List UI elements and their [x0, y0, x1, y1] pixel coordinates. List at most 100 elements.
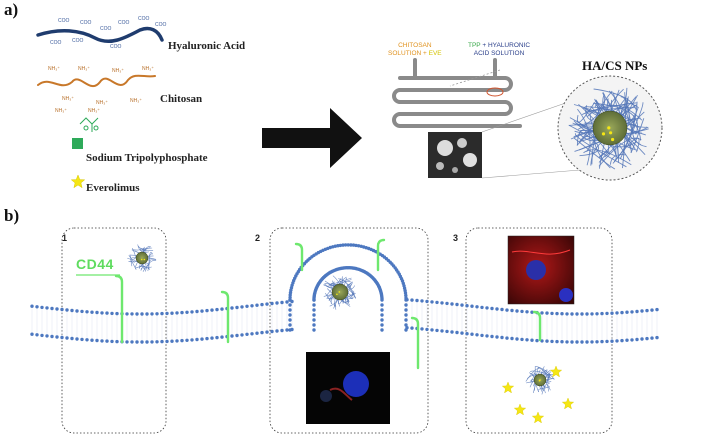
membrane-bead: [356, 244, 361, 248]
step-3-number: 3: [453, 233, 459, 243]
cd44-receptor: [532, 310, 542, 342]
membrane-bead: [440, 329, 444, 333]
membrane-bead: [605, 339, 609, 344]
membrane-bead: [495, 307, 499, 311]
cd44-receptor: [114, 274, 124, 344]
panel-b-label: b): [4, 206, 20, 225]
everolimus-star-icon: [549, 365, 563, 378]
membrane-bead: [630, 338, 634, 342]
membrane-bead: [65, 308, 69, 312]
membrane-bead: [270, 301, 274, 306]
membrane-bead: [115, 311, 119, 316]
hyaluronic-acid-label: Hyaluronic Acid: [168, 40, 246, 52]
everolimus-star-icon: [561, 397, 575, 410]
chitosan-chain: [37, 74, 156, 88]
membrane-bead: [500, 335, 504, 340]
membrane-bead: [600, 311, 604, 316]
membrane-bead: [70, 308, 74, 313]
membrane-bead: [585, 340, 589, 344]
membrane-bead: [415, 298, 419, 303]
membrane-bead: [410, 298, 414, 302]
step-1-number: 1: [62, 233, 68, 243]
membrane-bead: [85, 310, 89, 314]
membrane-bead: [455, 302, 459, 307]
membrane-bead: [485, 334, 489, 338]
membrane-bead: [312, 308, 316, 312]
chitosan-label: Chitosan: [160, 93, 203, 105]
membrane-bead: [455, 330, 459, 335]
membrane-bead: [485, 306, 489, 310]
nh3-group-label: NH₃⁺: [78, 66, 90, 72]
membrane-bead: [160, 311, 164, 316]
coo-group-label: COO: [110, 44, 122, 50]
membrane-bead: [560, 312, 564, 316]
membrane-bead: [260, 330, 264, 335]
membrane-bead: [580, 312, 584, 316]
membrane-bead: [170, 339, 174, 343]
membrane-bead: [240, 333, 244, 337]
membrane-bead: [50, 306, 54, 311]
nh3-group-label: NH₃⁺: [55, 108, 67, 114]
microfluidic-device: [392, 58, 581, 179]
membrane-bead: [565, 340, 569, 344]
membrane-bead: [155, 312, 159, 316]
membrane-bead: [280, 328, 284, 333]
membrane-bead: [312, 313, 316, 317]
membrane-bead: [645, 336, 649, 341]
membrane-bead: [343, 243, 348, 247]
membrane-bead: [155, 340, 159, 344]
process-arrow: [262, 108, 362, 168]
membrane-bead: [80, 337, 84, 342]
channel-bend: [392, 88, 402, 104]
membrane-bead: [95, 310, 99, 315]
membrane-bead: [349, 243, 353, 247]
cd44-receptors: [76, 238, 542, 370]
membrane-bead: [610, 339, 614, 343]
nh3-group-label: NH₃⁺: [62, 96, 74, 102]
membrane-bead: [410, 326, 414, 330]
nanoparticle: [568, 87, 649, 170]
nh3-group-label: NH₃⁺: [142, 66, 154, 72]
membrane-bead: [250, 332, 254, 336]
membrane-bead: [55, 307, 59, 311]
membrane-bead: [545, 311, 549, 315]
membrane-bead: [50, 334, 54, 339]
membrane-bead: [595, 340, 599, 344]
membrane-bead: [404, 298, 408, 302]
membrane-bead: [615, 339, 619, 343]
membrane-bead: [525, 310, 529, 314]
membrane-bead: [445, 329, 449, 334]
membrane-bead: [505, 308, 509, 312]
ha-solution-line1: + HYALURONIC: [480, 42, 531, 49]
membrane-bead: [260, 302, 264, 307]
membrane-bead: [465, 332, 469, 336]
membrane-bead: [380, 318, 384, 322]
membrane-bead: [404, 323, 408, 327]
membrane-bead: [404, 293, 408, 298]
membrane-bead: [575, 312, 579, 316]
membrane-bead: [165, 311, 169, 316]
tpp-label: Sodium Tripolyphosphate: [86, 152, 208, 164]
coo-group-label: COO: [50, 40, 62, 46]
membrane-bead: [346, 243, 350, 247]
coo-group-label: COO: [155, 22, 167, 28]
membrane-bead: [288, 328, 292, 332]
ammonium-groups: NH₃⁺NH₃⁺NH₃⁺NH₃⁺NH₃⁺NH₃⁺NH₃⁺NH₃⁺NH₃⁺: [48, 66, 154, 114]
membrane-bead: [235, 305, 239, 310]
step-2-frame: [269, 227, 429, 434]
everolimus-label: Everolimus: [86, 182, 140, 194]
membrane-bead: [336, 244, 340, 248]
membrane-bead: [404, 318, 408, 322]
membrane-bead: [245, 332, 249, 336]
tpp-solution-label: TPP: [468, 42, 481, 49]
membrane-bead: [475, 305, 479, 309]
membrane-bead: [70, 336, 74, 341]
np-title: HA/CS NPs: [582, 58, 648, 73]
membrane-bead: [380, 328, 384, 332]
membrane-bead: [100, 339, 104, 343]
membrane-bead: [275, 329, 279, 333]
membrane-bead: [380, 308, 384, 312]
membrane-bead: [640, 337, 644, 341]
coo-group-label: COO: [118, 20, 130, 26]
